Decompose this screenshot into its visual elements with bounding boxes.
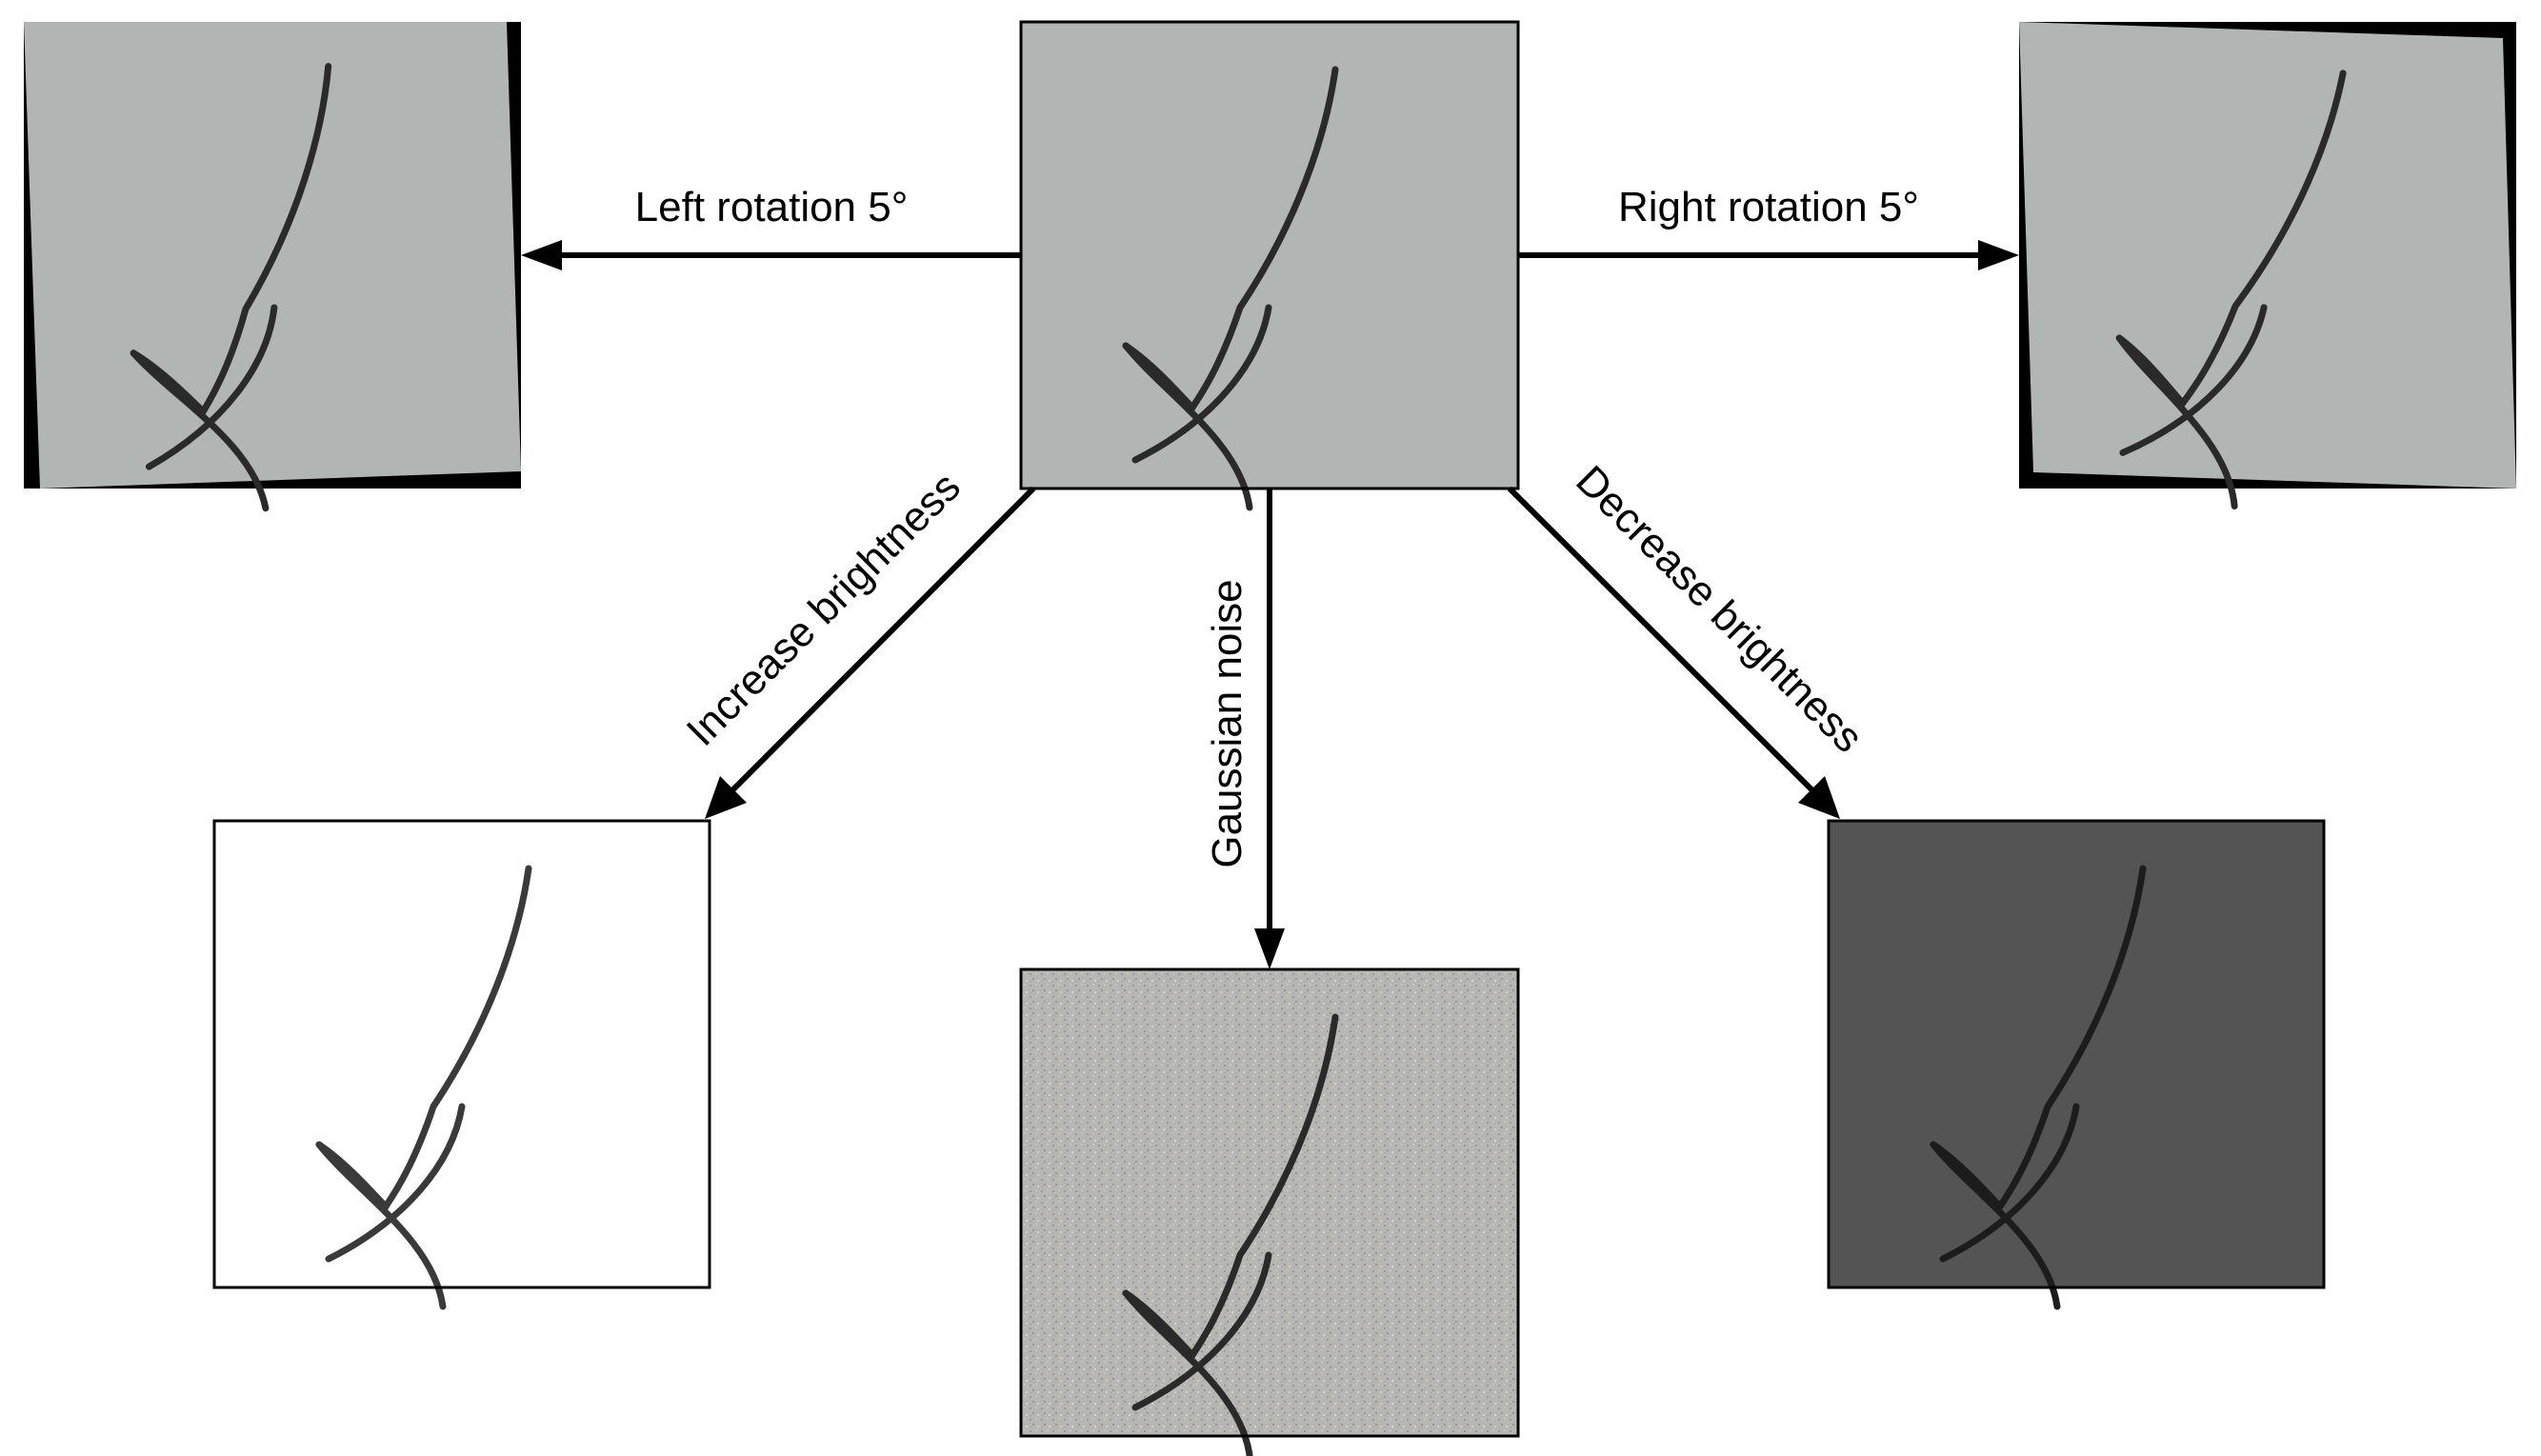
arrow-decrease-brightness	[1507, 486, 1840, 819]
arrow-left-rotation	[521, 240, 1021, 270]
label-gaussian-noise: Gaussian noise	[1204, 579, 1250, 868]
decrease-brightness-image	[1827, 819, 2326, 1306]
arrow-gaussian-noise	[1254, 489, 1285, 969]
label-increase-brightness: Increase brightness	[678, 464, 970, 755]
arrow-increase-brightness	[705, 486, 1036, 819]
label-right-rotation: Right rotation 5°	[1618, 184, 1919, 230]
label-decrease-brightness: Decrease brightness	[1567, 457, 1871, 762]
arrow-right-rotation	[1518, 240, 2019, 270]
label-left-rotation: Left rotation 5°	[635, 184, 909, 230]
original-image	[1019, 20, 1520, 508]
left-rotation-image	[24, 22, 521, 515]
right-rotation-image	[2019, 22, 2516, 510]
increase-brightness-image	[212, 819, 711, 1306]
gaussian-noise-image	[1019, 967, 1520, 1455]
